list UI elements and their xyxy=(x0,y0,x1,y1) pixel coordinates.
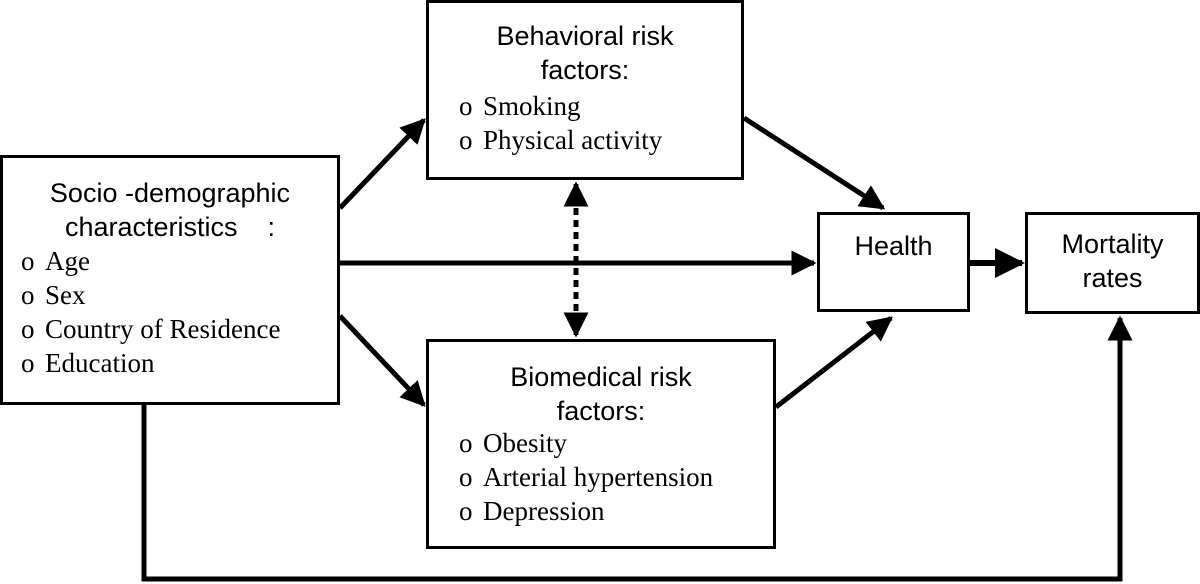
mortality-title-line1: Mortality xyxy=(1061,229,1164,259)
bullet-glyph: o xyxy=(459,462,473,492)
arrow-socio-to-mortality xyxy=(141,315,1133,582)
health-title: Health xyxy=(854,231,933,261)
mortality-rates-box: Mortality rates xyxy=(1025,212,1200,314)
arrow-socio-to-biomedical xyxy=(338,314,426,407)
behavioral-title-line2: factors: xyxy=(540,55,630,85)
bullet-glyph: o xyxy=(459,91,473,121)
arrow-biomedical-to-health xyxy=(774,316,893,409)
bullet-glyph: o xyxy=(21,348,35,378)
arrow-behavioral-to-health xyxy=(742,115,886,211)
sociodemographic-title: Socio -demographic characteristics : xyxy=(3,176,337,244)
arrow-socio-to-behavioral xyxy=(338,118,426,210)
biomedical-title-line2: factors: xyxy=(556,396,646,426)
bullet-glyph: o xyxy=(21,314,35,344)
behavioral-title-line1: Behavioral risk xyxy=(496,21,674,51)
sociodemographic-title-line1: Socio -demographic xyxy=(49,178,291,208)
bullet-glyph: o xyxy=(21,246,35,276)
mortality-title: Mortality rates xyxy=(1028,227,1197,295)
bullet-glyph: o xyxy=(21,280,35,310)
bullet-glyph: o xyxy=(459,125,473,155)
mortality-title-line2: rates xyxy=(1082,263,1143,293)
bullet-glyph: o xyxy=(459,428,473,458)
bullet-glyph: o xyxy=(459,496,473,526)
biomedical-title-line1: Biomedical risk xyxy=(510,362,692,392)
sociodemographic-title-line2: characteristics : xyxy=(64,212,276,242)
behavioral-title: Behavioral risk factors: xyxy=(429,19,741,87)
health-box: Health xyxy=(817,212,970,312)
biomedical-title: Biomedical risk factors: xyxy=(429,360,773,428)
